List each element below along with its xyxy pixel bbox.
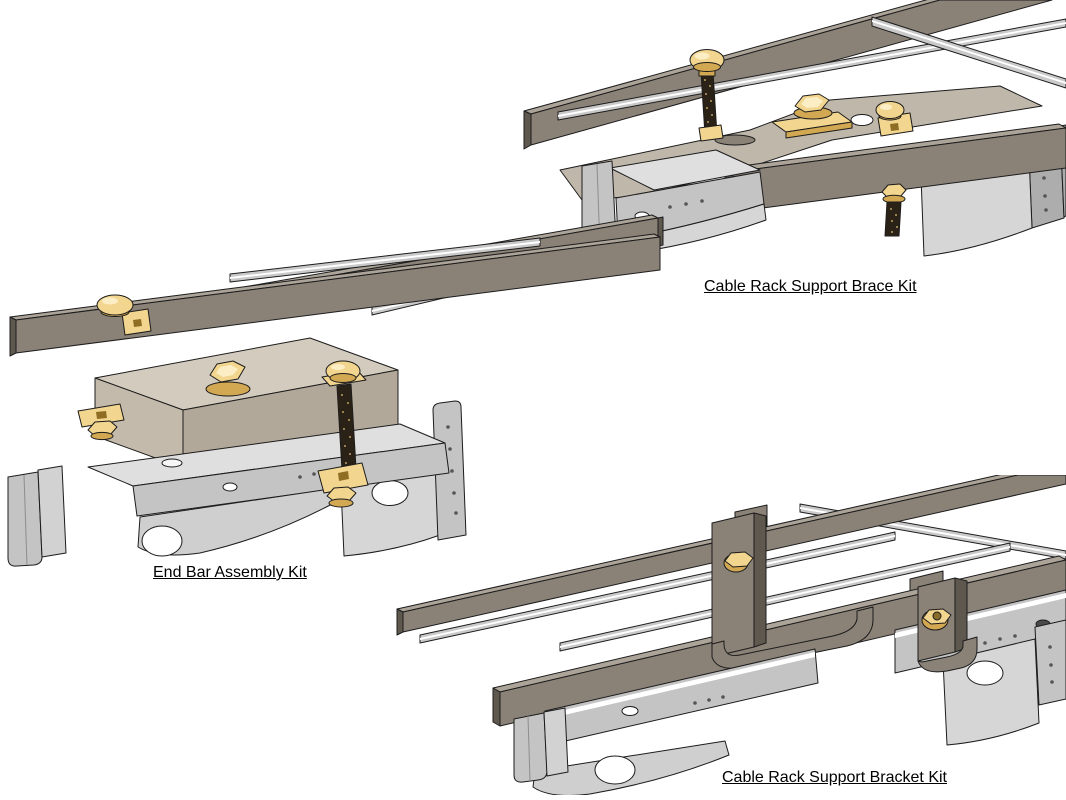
carriage-bolt	[689, 49, 725, 142]
rung	[871, 16, 1066, 89]
hex-bolt	[771, 93, 853, 139]
caption-end-bar-kit: End Bar Assembly Kit	[153, 564, 307, 581]
j-bracket-right	[917, 577, 978, 673]
carriage-bolt	[317, 360, 369, 508]
clamp-nut	[77, 403, 125, 441]
rung	[229, 237, 541, 283]
hanging-bolt	[881, 183, 907, 237]
caption-bracket-kit: Cable Rack Support Bracket Kit	[722, 769, 947, 786]
hex-bolt	[205, 360, 251, 397]
corner-plate	[1034, 619, 1066, 706]
rail-clamp	[96, 294, 152, 336]
figure-bracket-kit-illustration	[396, 475, 1066, 795]
j-bracket-center	[711, 512, 874, 669]
near-rail	[9, 233, 661, 357]
rail-clamp	[875, 101, 914, 137]
figure-end-bar-kit-illustration	[7, 214, 664, 567]
caption-brace-kit: Cable Rack Support Brace Kit	[704, 278, 917, 295]
rung	[559, 542, 1011, 652]
lower-channel	[513, 648, 819, 795]
